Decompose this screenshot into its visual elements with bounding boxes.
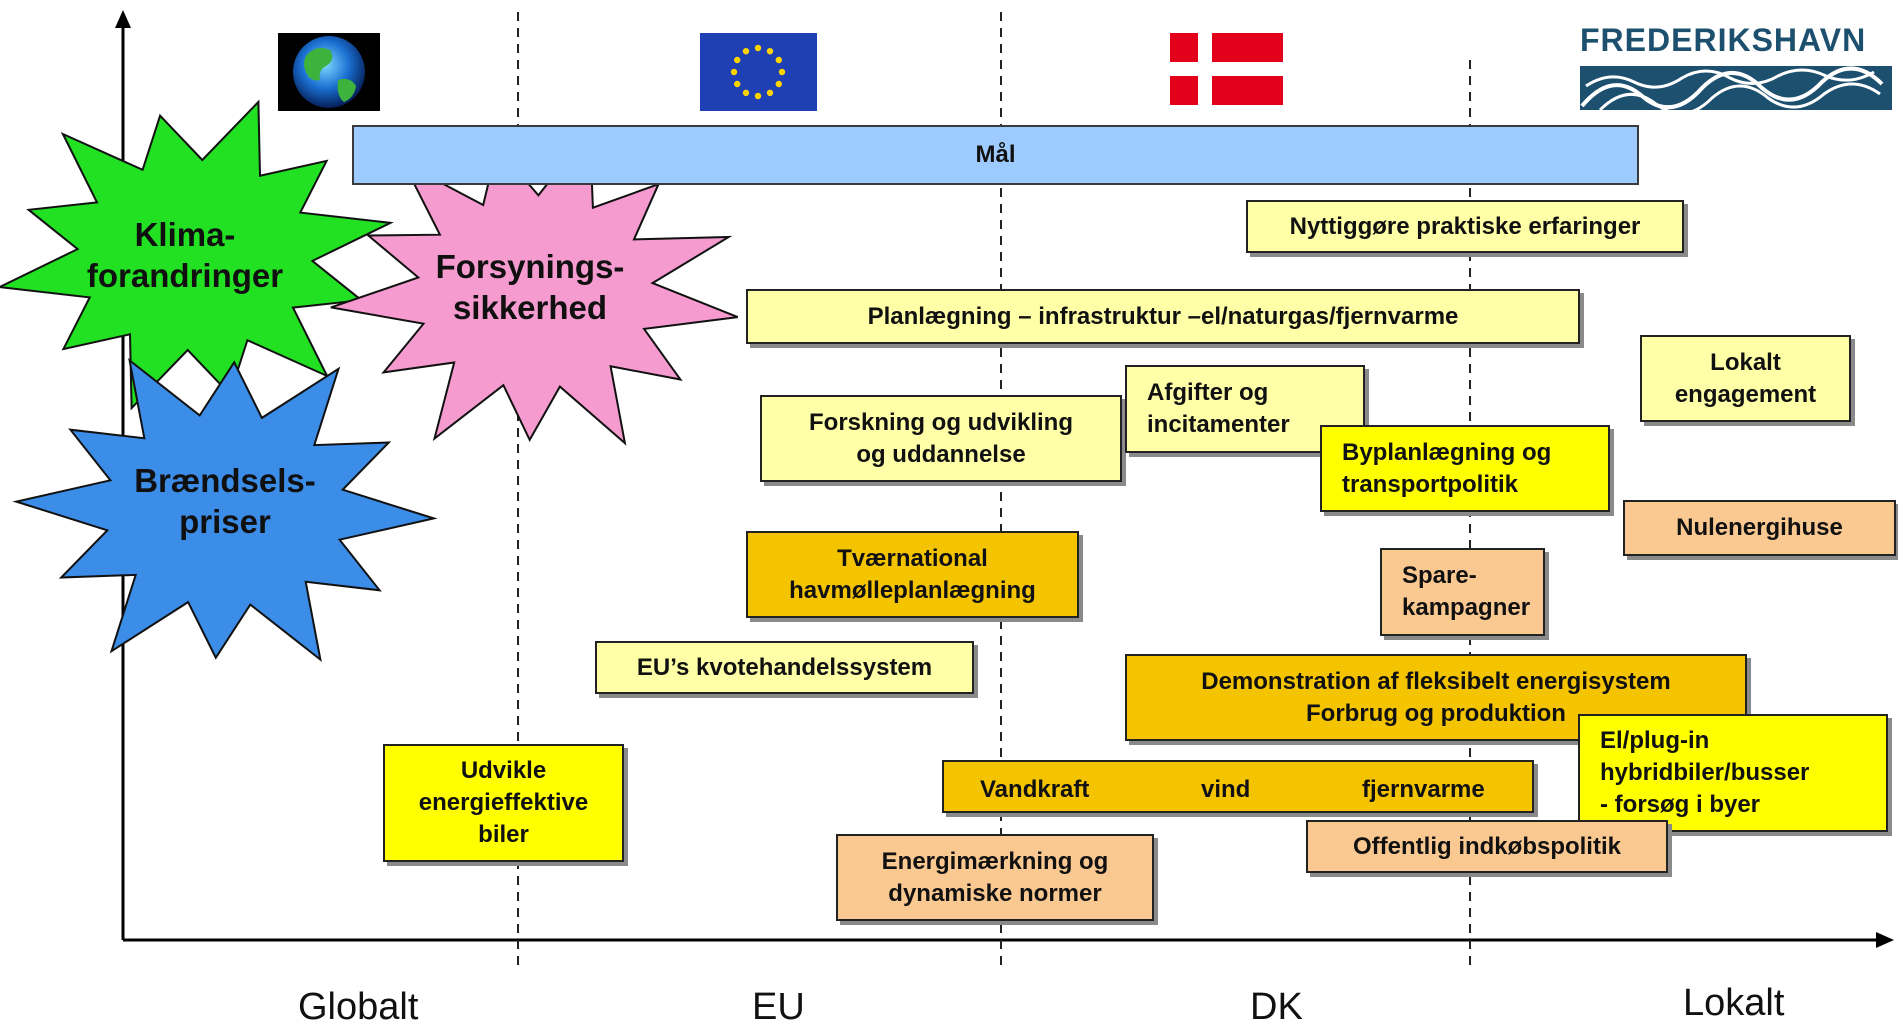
globe-icon bbox=[278, 33, 380, 111]
eu-flag-star bbox=[775, 56, 782, 64]
x-label-eu: EU bbox=[752, 986, 805, 1027]
box-spare: Spare- kampagner bbox=[1380, 548, 1545, 636]
eu-flag-star bbox=[766, 48, 774, 55]
box-havmoelle: Tværnational havmølleplanlægning bbox=[746, 531, 1079, 618]
driver-braendsel-label: Brændsels- priser bbox=[134, 462, 316, 541]
box-byplan: Byplanlægning og transportpolitik bbox=[1320, 425, 1610, 512]
eu-flag-star bbox=[754, 92, 762, 100]
label-fjernvarme: fjernvarme bbox=[1362, 776, 1485, 803]
box-energikilder: Vandkraft vind fjernvarme bbox=[942, 760, 1534, 813]
eu-flag-star bbox=[742, 48, 750, 55]
frederikshavn-wave-logo bbox=[1580, 66, 1892, 116]
box-lokalt-engagement: Lokalt engagement bbox=[1640, 335, 1851, 422]
x-axis-arrowhead bbox=[1876, 932, 1894, 948]
eu-flag-icon bbox=[700, 33, 817, 111]
driver-forsyning-label: Forsynings- sikkerhed bbox=[435, 248, 625, 327]
eu-flag-star bbox=[775, 80, 782, 88]
box-biler: Udvikle energieffektive biler bbox=[383, 744, 624, 862]
eu-flag-star bbox=[734, 56, 741, 64]
forsyning-star-shape bbox=[330, 127, 739, 446]
frederikshavn-wordmark: FREDERIKSHAVN bbox=[1580, 22, 1867, 58]
label-vandkraft: Vandkraft bbox=[980, 776, 1090, 803]
label-vind: vind bbox=[1201, 776, 1251, 803]
box-planlaegning: Planlægning – infrastruktur –el/naturgas… bbox=[746, 289, 1580, 344]
x-label-dk: DK bbox=[1250, 986, 1303, 1027]
eu-flag-star bbox=[742, 89, 750, 97]
eu-flag-star bbox=[778, 68, 786, 76]
danish-flag-icon bbox=[1170, 33, 1283, 105]
eu-flag-star bbox=[734, 80, 741, 88]
eu-flag-star bbox=[754, 44, 762, 52]
y-axis-arrowhead bbox=[115, 10, 131, 28]
goal-bar: Mål bbox=[352, 125, 1639, 185]
box-kvote: EU’s kvotehandelssystem bbox=[595, 641, 974, 694]
box-maerkning: Energimærkning og dynamiske normer bbox=[836, 834, 1154, 921]
box-nulenergi: Nulenergihuse bbox=[1623, 500, 1896, 556]
driver-klima-label: Klima- forandringer bbox=[86, 216, 284, 295]
box-forskning: Forskning og udvikling og uddannelse bbox=[760, 395, 1122, 482]
box-demo: Demonstration af fleksibelt energisystem… bbox=[1125, 654, 1747, 741]
eu-flag-star bbox=[730, 68, 738, 76]
x-label-globalt: Globalt bbox=[298, 986, 419, 1027]
box-indkoeb: Offentlig indkøbspolitik bbox=[1306, 820, 1668, 873]
x-label-lokalt: Lokalt bbox=[1683, 982, 1785, 1024]
box-elbiler: El/plug-in hybridbiler/busser - forsøg i… bbox=[1578, 714, 1888, 832]
eu-flag-star bbox=[766, 89, 774, 97]
box-nyttiggoere: Nyttiggøre praktiske erfaringer bbox=[1246, 200, 1684, 253]
braendsel-star-shape bbox=[12, 357, 438, 663]
